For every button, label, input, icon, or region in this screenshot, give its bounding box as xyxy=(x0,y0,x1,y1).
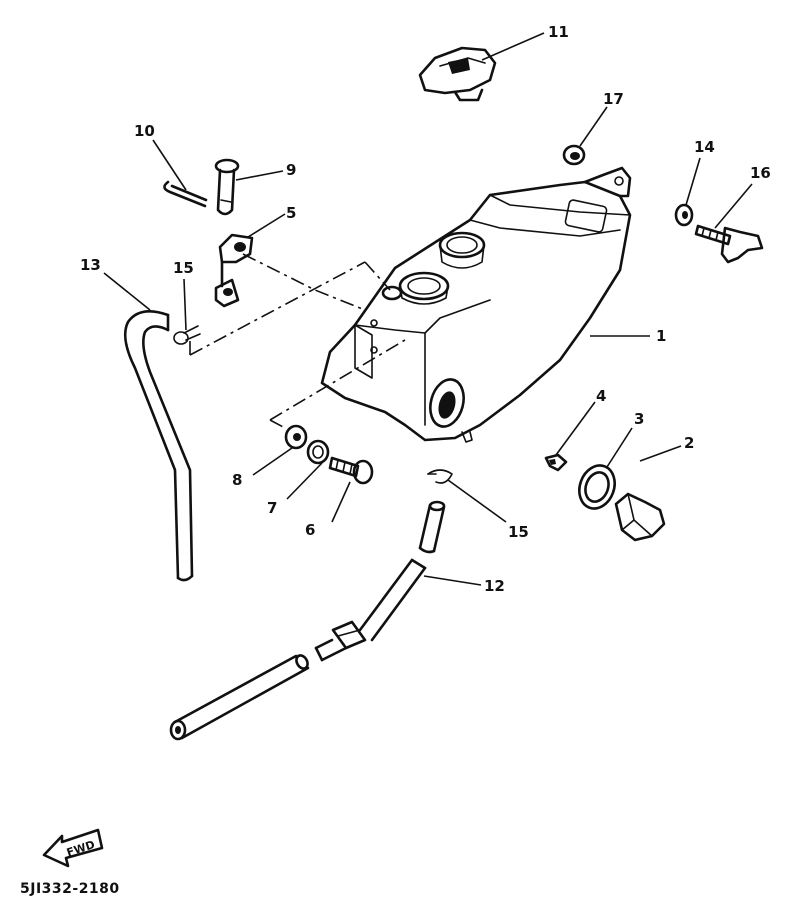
clip-part-4 xyxy=(544,453,568,472)
clip-part-15-lower xyxy=(427,469,453,484)
callout-8: 8 xyxy=(232,471,242,489)
washer-part-7 xyxy=(306,439,330,465)
callout-5: 5 xyxy=(286,204,296,222)
leader-lines xyxy=(103,32,753,586)
callout-3: 3 xyxy=(634,410,644,428)
fwd-label: FWD xyxy=(65,838,96,859)
gasket-part-3 xyxy=(578,464,616,510)
drawing-code: 5JI332-2180 xyxy=(20,881,120,897)
hose-part-13 xyxy=(123,309,194,582)
callout-6: 6 xyxy=(305,521,315,539)
bracket-part-5 xyxy=(214,233,254,308)
callout-13: 13 xyxy=(80,256,101,274)
callout-14: 14 xyxy=(694,138,715,156)
callout-17: 17 xyxy=(603,90,624,108)
clip-part-15-upper xyxy=(173,325,201,345)
cotter-pin-part-10 xyxy=(163,180,208,208)
callout-7: 7 xyxy=(267,499,277,517)
washer-part-14 xyxy=(674,203,694,227)
callout-16: 16 xyxy=(750,164,771,182)
centerlines xyxy=(189,253,406,429)
grommet-part-17 xyxy=(562,144,586,166)
callout-15-upper: 15 xyxy=(173,259,194,277)
callout-12: 12 xyxy=(484,577,505,595)
callout-4: 4 xyxy=(596,387,606,405)
bolt-part-6 xyxy=(328,456,374,485)
washer-part-8 xyxy=(284,424,308,450)
callout-15-lower: 15 xyxy=(508,523,529,541)
callout-1: 1 xyxy=(656,327,666,345)
callout-2: 2 xyxy=(684,434,694,452)
callout-10: 10 xyxy=(134,122,155,140)
cap-part-11 xyxy=(418,46,497,102)
fuel-hose-part-12 xyxy=(169,500,446,741)
callout-11: 11 xyxy=(548,23,569,41)
fwd-arrow-icon: FWD xyxy=(42,828,104,868)
fuel-tank-part-1 xyxy=(320,166,632,443)
callout-numbers: 1 2 3 4 5 6 7 8 9 10 11 12 13 14 15 15 1… xyxy=(80,23,771,595)
wing-bolt-part-16 xyxy=(694,224,764,264)
pin-part-9 xyxy=(214,158,240,216)
plug-part-2 xyxy=(614,492,666,542)
callout-9: 9 xyxy=(286,161,296,179)
